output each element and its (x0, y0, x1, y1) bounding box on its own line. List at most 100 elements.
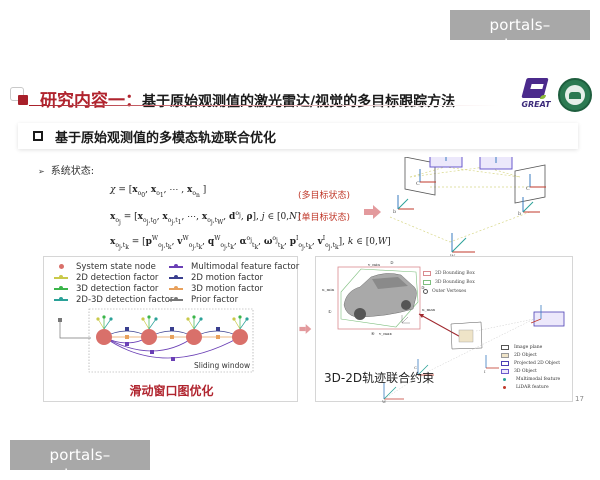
building-icon (569, 92, 581, 99)
line-marker-icon (169, 286, 183, 290)
bbox-legend: 2D Bounding Box 3D Bounding Box Outer Ve… (423, 269, 475, 296)
svg-text:③: ③ (421, 285, 425, 290)
legend-image-plane: Image plane (501, 343, 560, 351)
svg-text:④: ④ (371, 331, 375, 336)
university-emblem (558, 78, 592, 112)
legend-item-prior: Prior factor (169, 294, 238, 305)
title-decoration-red-square (18, 95, 28, 105)
bullet-arrow-icon: ➢ (38, 167, 45, 176)
section-heading: 基于原始观测值的多模态轨迹联合优化 (55, 130, 277, 146)
equation-multi-target: χ = [xo0, xo1, ⋯ , xon ] (110, 185, 207, 199)
svg-text:b: b (393, 209, 396, 215)
legend-item-system-state-node: System state node (54, 261, 156, 272)
svg-text:C: C (416, 181, 420, 187)
watermark-bottom: portals–mk.com (10, 440, 150, 480)
equation-note-multi: (多目标状态) (298, 191, 351, 201)
line-marker-icon (169, 297, 183, 301)
watermark-top: portals–mk.com (450, 10, 590, 54)
legend-label: LiDAR feature (516, 384, 549, 390)
legend-label: Image plane (514, 344, 543, 350)
legend-lidar-feature: LiDAR feature (501, 383, 560, 391)
legend-label: Prior factor (191, 294, 239, 305)
legend-2d-bbox: 2D Bounding Box (423, 269, 475, 278)
svg-text:C: C (526, 186, 530, 192)
slide: 研究内容一：基于原始观测值的激光雷达/视觉的多目标跟踪方法 GREAT 基于原始… (0, 60, 600, 425)
arrow-shaft (364, 209, 373, 215)
legend-label: Multimodal feature factor (191, 261, 300, 272)
circle-number-icon (423, 289, 428, 294)
sliding-window-label: Sliding window (194, 361, 251, 370)
legend-label: 3D Object (514, 368, 537, 374)
equation-single-target: xoj = [xoj,t0, xoj,t1, ⋯, xoj,tW, doj, ρ… (110, 210, 301, 226)
legend-label: 2D-3D detection factor (76, 294, 174, 305)
arrow-shaft (299, 326, 306, 332)
swatch-icon (501, 344, 509, 350)
right-panel-caption: 3D-2D轨迹联合约束 (324, 371, 435, 385)
legend-multimodal-feature: Multimodal feature (501, 375, 560, 383)
3d-2d-constraint-panel: v_min u_min u_max v_max ① ② ③ ④ C I W (315, 256, 573, 403)
page-number: 17 (575, 395, 584, 403)
legend-2d-object: 2D Object (501, 351, 560, 359)
svg-text:W: W (382, 399, 387, 403)
dot-icon (503, 385, 506, 389)
svg-text:b: b (518, 211, 521, 217)
legend-3d-object: 3D Object (501, 367, 560, 375)
multi-view-geometry-diagram: b b C C W (389, 157, 546, 257)
dot-icon (503, 377, 506, 381)
legend-item-3d-motion: 3D motion factor (169, 283, 263, 294)
legend-label: 3D detection factor (76, 283, 159, 294)
title-main: 基于原始观测值的激光雷达/视觉的多目标跟踪方法 (142, 94, 456, 110)
line-marker-icon (54, 297, 68, 301)
svg-text:①: ① (328, 309, 332, 314)
legend-outer-vertexes: Outer Vertexes (423, 287, 475, 296)
arrow-head (305, 324, 312, 334)
legend-label: Projected 2D Object (514, 360, 561, 366)
legend-label: System state node (76, 261, 156, 272)
leaf-icon (540, 95, 546, 99)
object-legend: Image plane 2D Object Projected 2D Objec… (501, 343, 560, 391)
legend-item-3d-detection: 3D detection factor (54, 283, 158, 294)
left-panel-caption: 滑动窗口图优化 (129, 384, 214, 398)
legend-label: 2D Bounding Box (435, 271, 475, 276)
line-marker-icon (54, 275, 68, 279)
legend-label: 2D motion factor (191, 272, 264, 283)
swatch-icon (423, 271, 431, 276)
legend-label: 3D motion factor (191, 283, 264, 294)
svg-text:u_max: u_max (422, 307, 436, 312)
arrow-right-icon (299, 324, 312, 334)
slide-title: 研究内容一：基于原始观测值的激光雷达/视觉的多目标跟踪方法 (40, 86, 455, 111)
checkbox-square-icon (33, 131, 43, 141)
svg-text:W: W (450, 254, 456, 257)
svg-text:v_min: v_min (367, 262, 380, 267)
svg-text:②: ② (390, 260, 394, 265)
legend-3d-bbox: 3D Bounding Box (423, 278, 475, 287)
legend-label: Multimodal feature (516, 376, 561, 382)
legend-item-2d-detection: 2D detection factor (54, 272, 158, 283)
equation-note-single: (单目标状态) (298, 213, 351, 223)
legend-item-multimodal-feature: Multimodal feature factor (169, 261, 299, 272)
swatch-icon (501, 352, 509, 358)
swatch-icon (501, 360, 509, 366)
factor-graph (58, 308, 254, 373)
arrow-right-icon (364, 205, 381, 219)
legend-label: 2D Object (514, 352, 537, 358)
great-logo: GREAT (520, 78, 551, 114)
line-marker-icon (169, 275, 183, 279)
title-prefix: 研究内容一： (40, 91, 142, 111)
legend-label: Outer Vertexes (432, 289, 467, 294)
factor-graph-panel: System state node 2D detection factor 3D… (43, 256, 299, 402)
svg-text:v_max: v_max (378, 331, 392, 336)
great-logo-cut (530, 84, 544, 89)
legend-item-2d-3d-detection: 2D-3D detection factor (54, 294, 173, 305)
legend-label: 3D Bounding Box (435, 280, 475, 285)
great-logo-text: GREAT (521, 100, 551, 109)
car-bbox-diagram: v_min u_min u_max v_max ① ② ③ ④ C I W (322, 260, 565, 403)
svg-text:C: C (414, 365, 417, 370)
svg-text:I: I (484, 369, 486, 374)
line-marker-icon (54, 286, 68, 290)
svg-text:u_min: u_min (322, 287, 335, 292)
bullet-text: 系统状态: (50, 166, 95, 177)
legend-item-2d-motion: 2D motion factor (169, 272, 263, 283)
swatch-icon (423, 280, 431, 285)
legend-projected-2d-object: Projected 2D Object (501, 359, 560, 367)
